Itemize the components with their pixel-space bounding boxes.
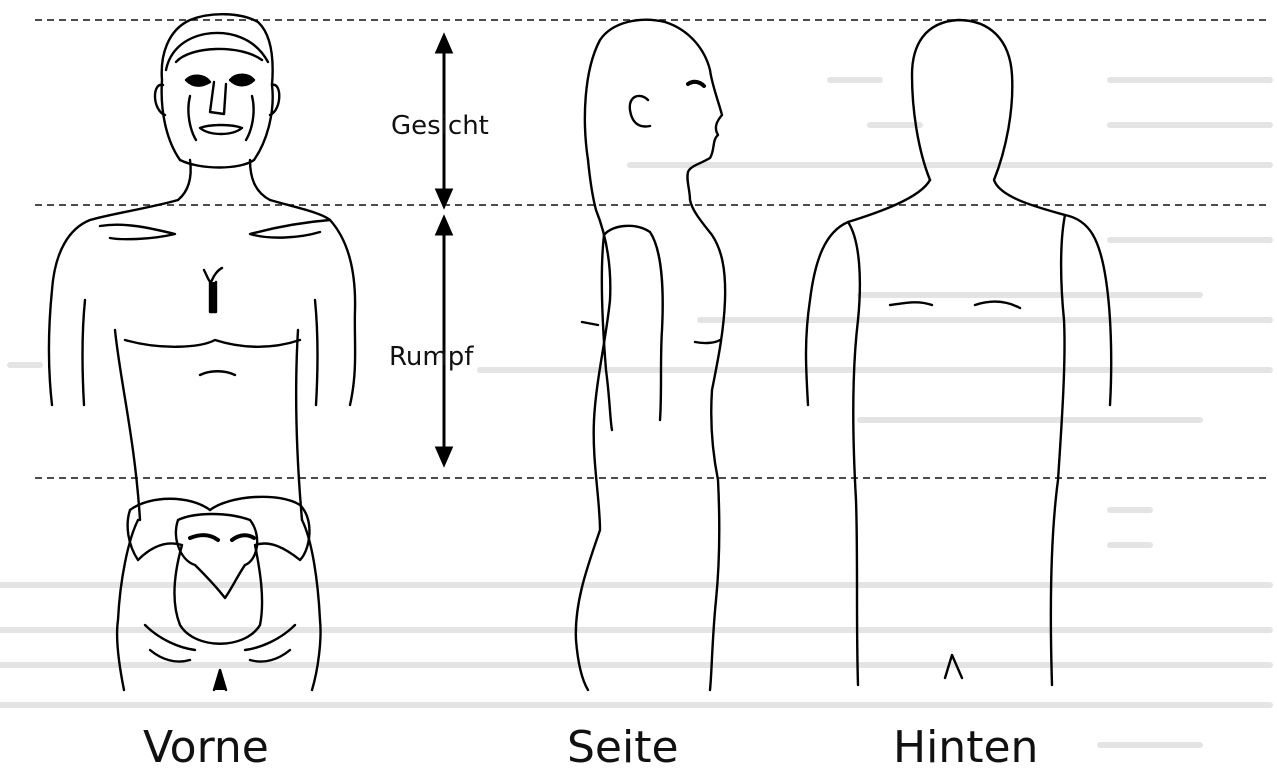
side-figure <box>576 20 725 690</box>
trunk-zone-label: Rumpf <box>389 342 473 372</box>
side-view-label: Seite <box>567 722 679 773</box>
face-zone-label: Gesicht <box>391 111 489 141</box>
front-figure <box>49 14 355 690</box>
front-view-label: Vorne <box>143 722 269 773</box>
back-view-label: Hinten <box>893 722 1038 773</box>
back-figure <box>806 20 1111 685</box>
